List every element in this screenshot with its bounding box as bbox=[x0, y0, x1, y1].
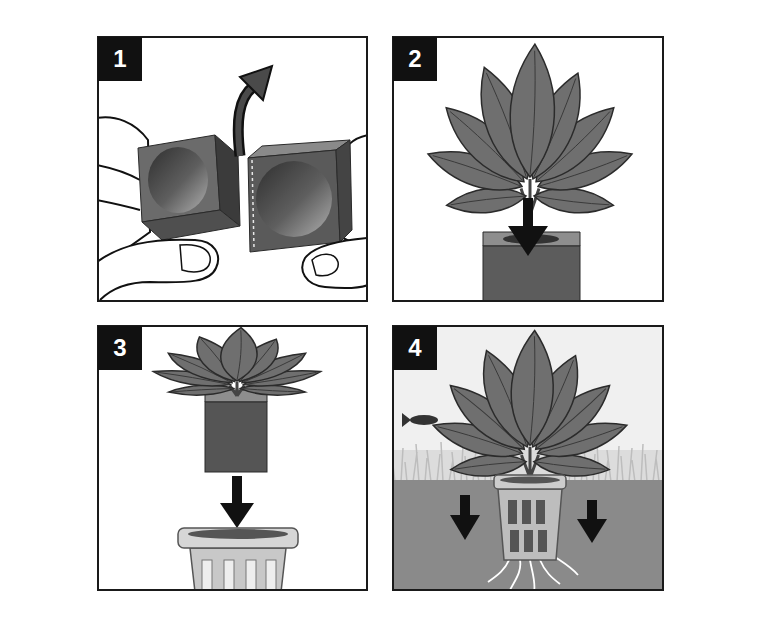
left-cube bbox=[142, 210, 240, 240]
step-panel: 1 bbox=[97, 36, 368, 302]
plant bbox=[428, 330, 632, 480]
cube-front bbox=[205, 402, 267, 472]
step-panel: 3 bbox=[97, 325, 368, 591]
left-thumb bbox=[98, 240, 218, 300]
cube-front bbox=[483, 246, 580, 300]
net-pot-slits bbox=[266, 560, 276, 589]
down-arrow-head bbox=[577, 519, 607, 543]
fish bbox=[410, 415, 438, 425]
net-pot-slits bbox=[202, 560, 212, 589]
arrow-head bbox=[240, 66, 272, 100]
net-pot-opening bbox=[500, 477, 560, 484]
net-pot-slits bbox=[536, 500, 545, 524]
thumb-nail bbox=[312, 254, 338, 276]
split-cube-scene bbox=[98, 66, 367, 300]
plant bbox=[423, 43, 638, 217]
net-pot-slits bbox=[202, 560, 276, 589]
plant bbox=[149, 327, 325, 397]
net-pot-rim bbox=[178, 528, 298, 548]
cube-into-pot-scene bbox=[149, 327, 325, 589]
curved-arrow bbox=[238, 86, 254, 156]
net-pot-slits bbox=[508, 500, 547, 552]
step-number: 3 bbox=[98, 326, 142, 370]
net-pot-rim bbox=[494, 475, 566, 489]
right-cube bbox=[336, 140, 352, 242]
right-cube bbox=[256, 161, 332, 237]
finger-line bbox=[98, 165, 140, 210]
net-pot-slits bbox=[538, 530, 547, 552]
down-arrow bbox=[523, 198, 533, 228]
net-pot-slits bbox=[246, 560, 256, 589]
down-arrow bbox=[232, 476, 242, 506]
right-cube bbox=[252, 160, 254, 248]
down-arrow-head bbox=[220, 503, 254, 528]
fish bbox=[402, 413, 411, 427]
net-pot-body bbox=[190, 548, 286, 589]
step-panel: 2 bbox=[392, 36, 664, 302]
left-cube bbox=[148, 147, 208, 213]
down-arrow bbox=[460, 495, 470, 518]
step-number: 2 bbox=[393, 37, 437, 81]
substrate bbox=[393, 480, 663, 589]
left-cube bbox=[138, 135, 240, 240]
water bbox=[393, 326, 663, 485]
down-arrow-head bbox=[508, 226, 548, 256]
net-pot-slits bbox=[508, 500, 517, 524]
net-pot-slits bbox=[224, 560, 234, 589]
net-pot-slits bbox=[524, 530, 533, 552]
right-thumb bbox=[302, 238, 367, 288]
step-number: 1 bbox=[98, 37, 142, 81]
step-panel: 4 bbox=[392, 325, 664, 591]
left-cube bbox=[138, 135, 220, 222]
right-cube bbox=[248, 140, 352, 252]
down-arrow-head bbox=[450, 515, 480, 540]
net-pot-slits bbox=[510, 530, 519, 552]
thumb-nail bbox=[180, 245, 210, 272]
planted-tank-scene bbox=[393, 326, 663, 589]
net-pot-body bbox=[498, 489, 562, 560]
net-pot-opening bbox=[188, 529, 288, 539]
net-pot-slits bbox=[522, 500, 531, 524]
curved-arrow bbox=[238, 86, 254, 156]
right-cube bbox=[248, 150, 340, 252]
plant-into-cube-scene bbox=[423, 43, 638, 300]
down-arrow bbox=[587, 500, 597, 522]
step-number: 4 bbox=[393, 326, 437, 370]
